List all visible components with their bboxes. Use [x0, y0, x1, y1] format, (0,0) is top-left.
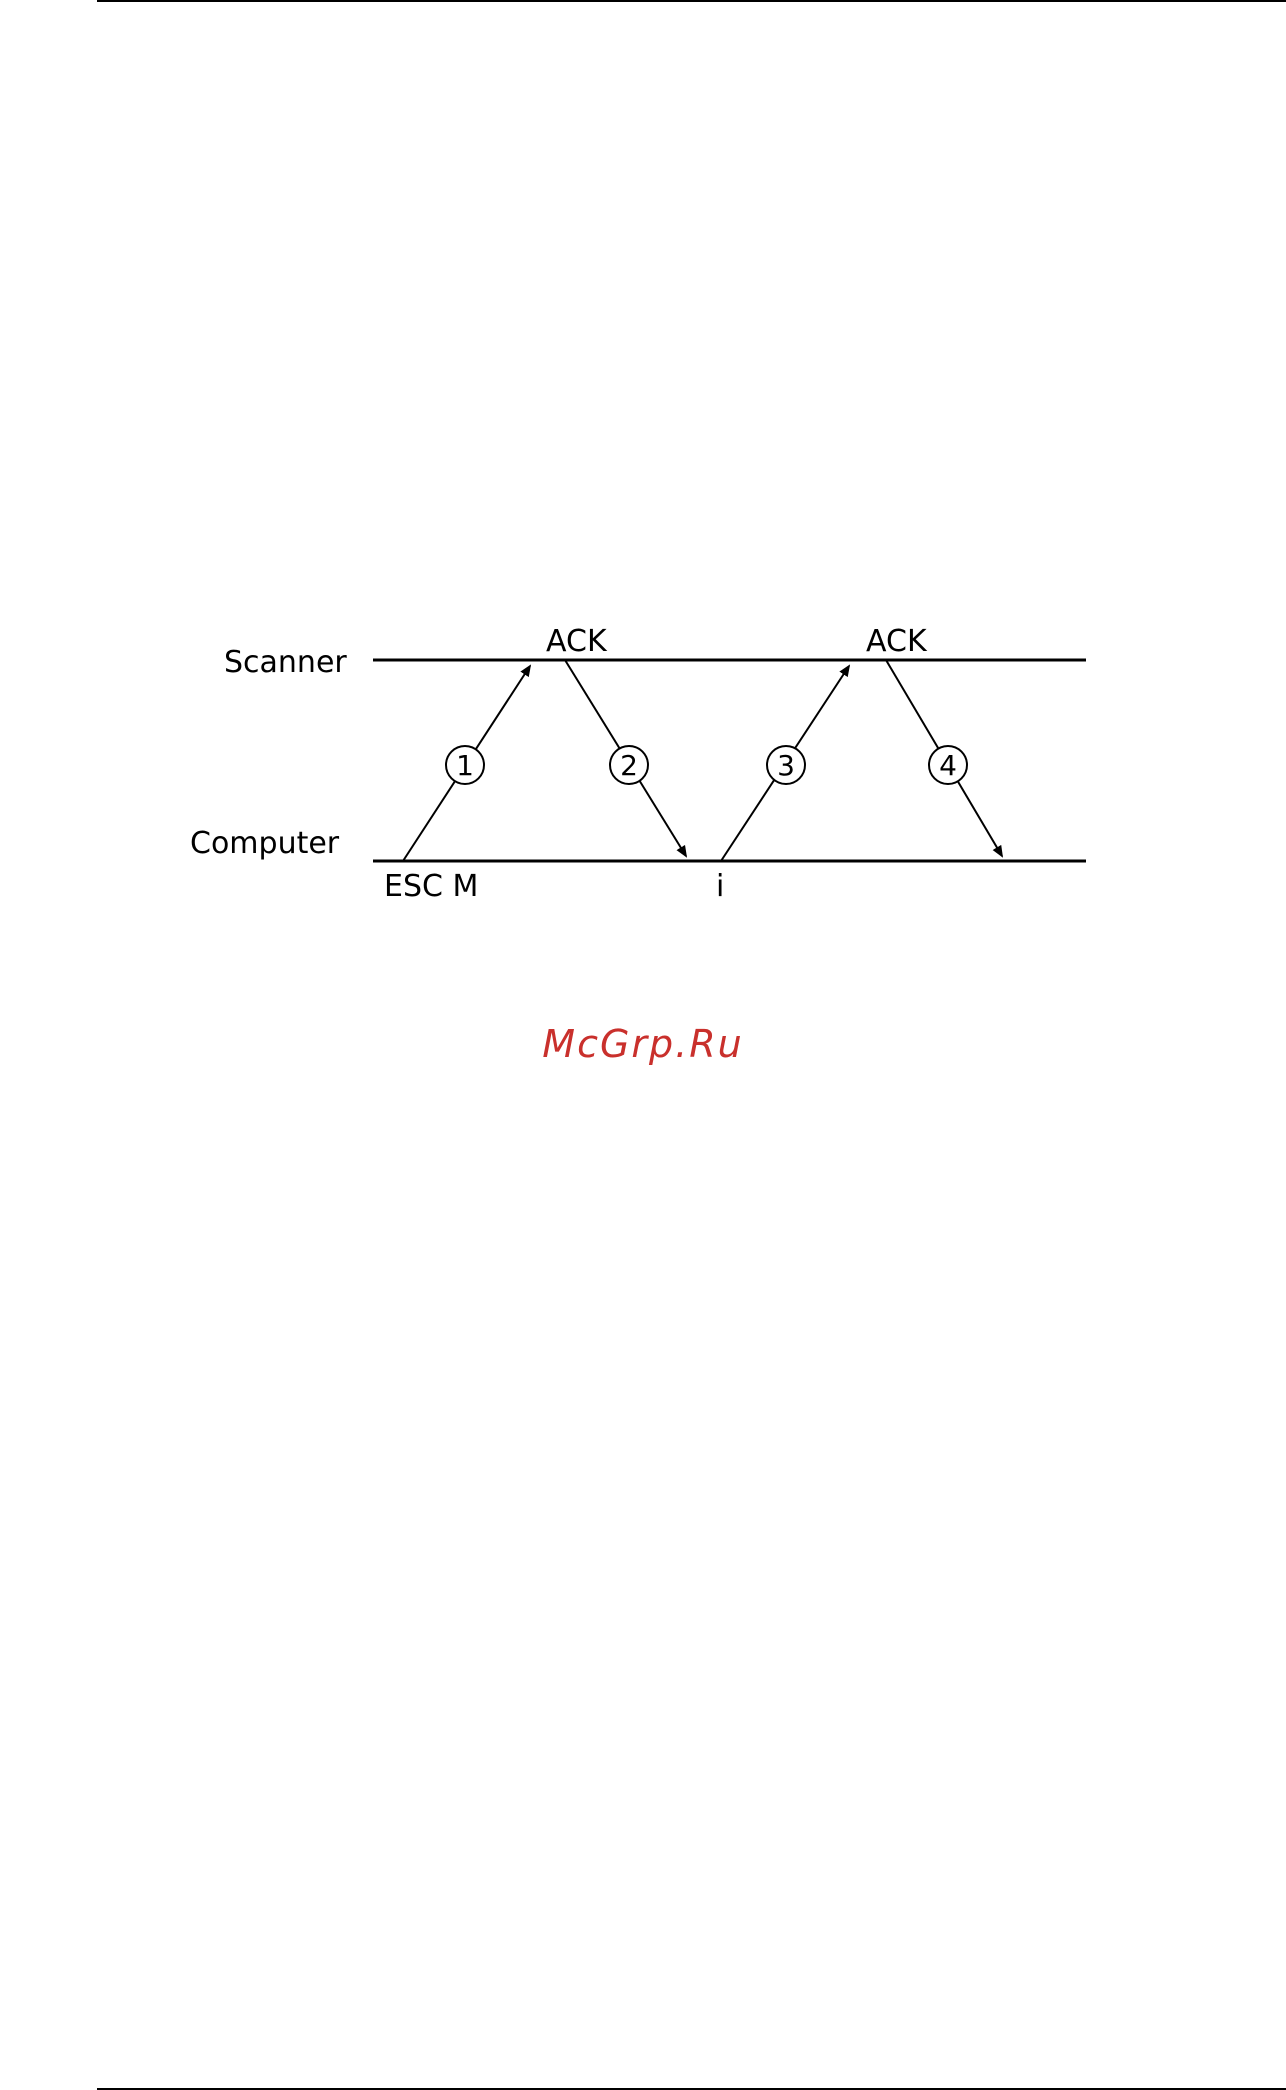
ack-label-1: ACK	[546, 624, 608, 659]
ack-label-2: ACK	[866, 624, 928, 659]
step-circle-3: 3	[767, 746, 805, 784]
step-number-2: 2	[620, 749, 638, 782]
step-circle-4: 4	[929, 746, 967, 784]
scanner-label: Scanner	[224, 645, 347, 680]
step-number-1: 1	[456, 749, 474, 782]
step-circle-1: 1	[446, 746, 484, 784]
step-number-4: 4	[939, 749, 957, 782]
i-label: i	[716, 869, 724, 904]
esc-m-label: ESC M	[384, 869, 478, 904]
computer-label: Computer	[190, 826, 340, 861]
step-number-3: 3	[777, 749, 795, 782]
step-circle-2: 2	[610, 746, 648, 784]
watermark-text: McGrp.Ru	[0, 1022, 1286, 1066]
